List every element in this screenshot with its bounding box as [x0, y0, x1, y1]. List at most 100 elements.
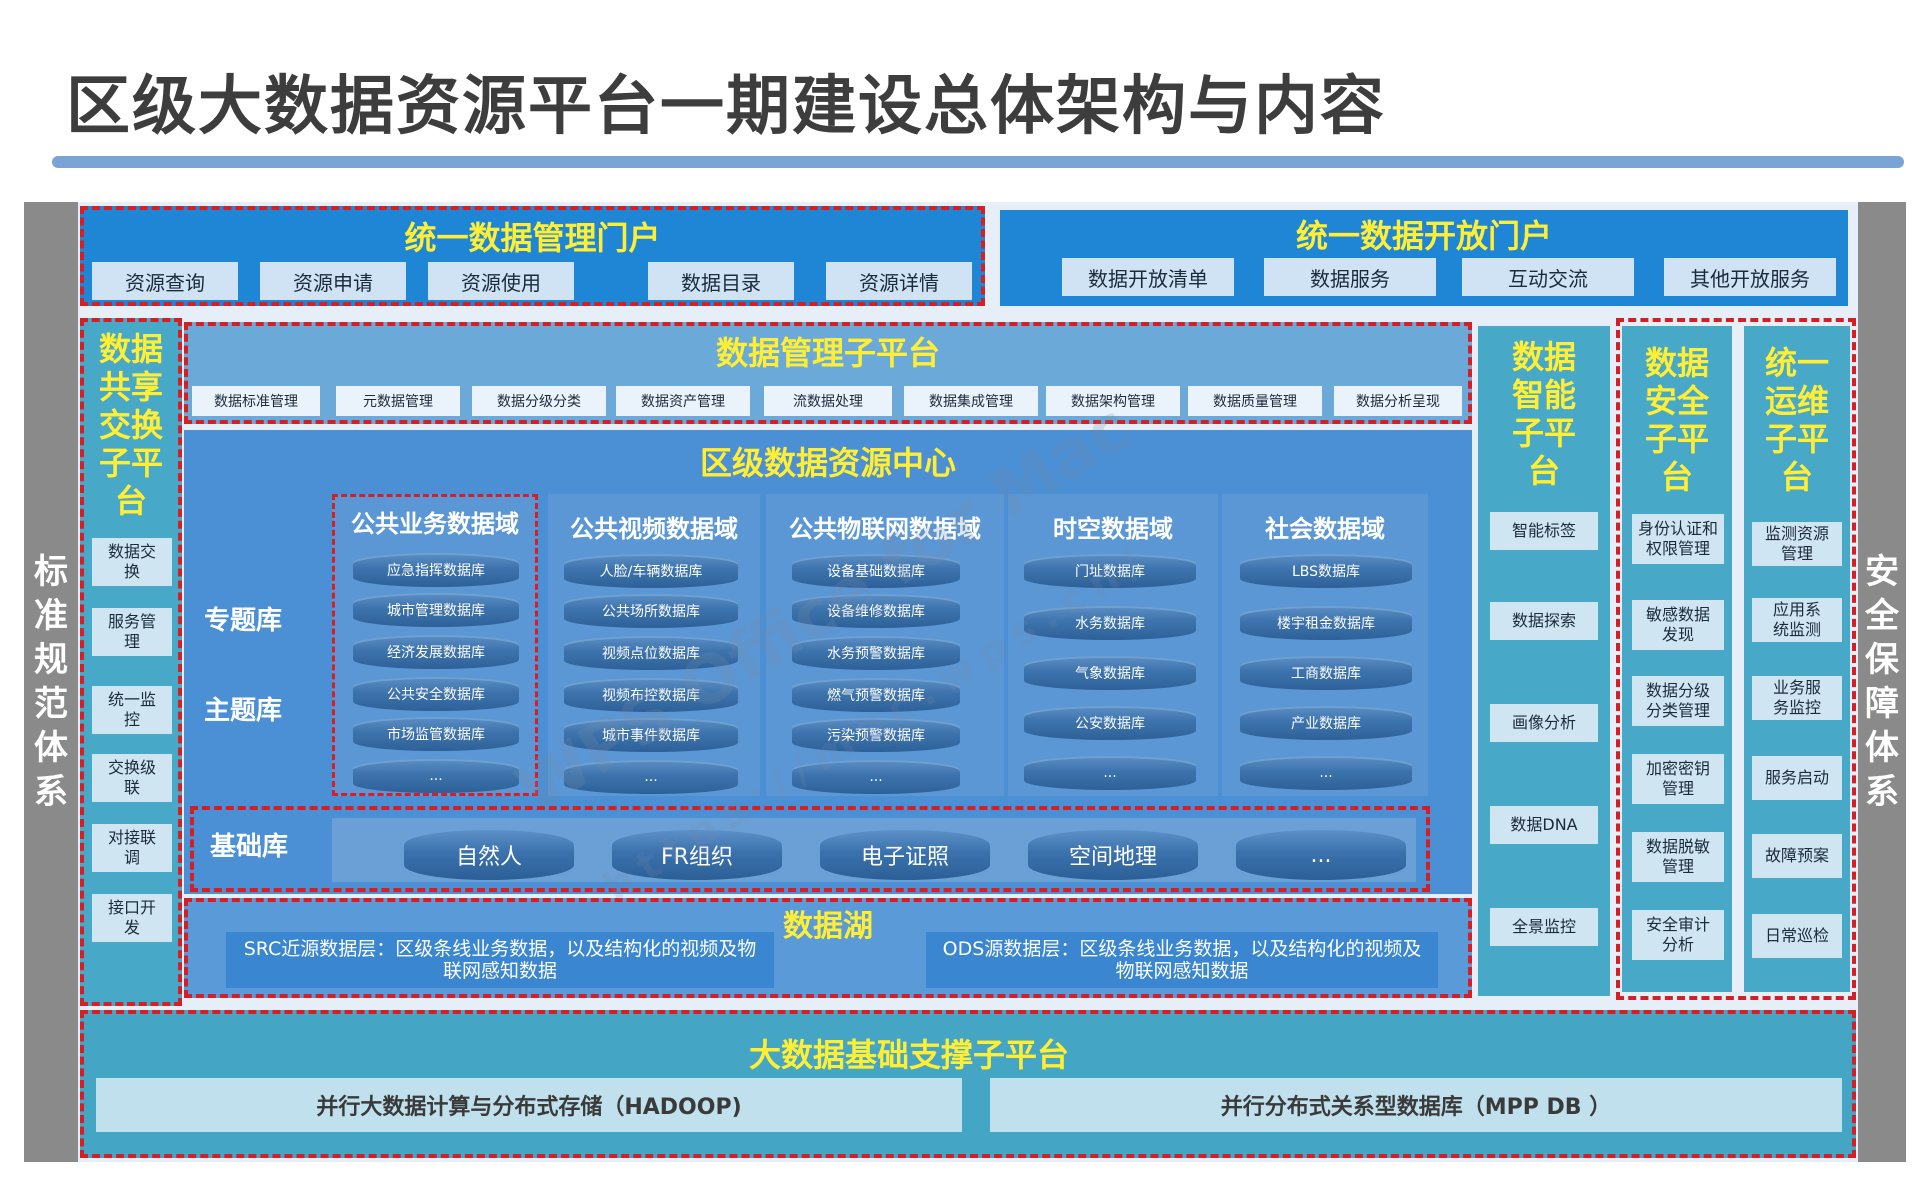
exchange-item-data-exchange[interactable]: 数据交换	[92, 538, 172, 586]
db-more[interactable]: ...	[564, 760, 738, 794]
db-device-basic[interactable]: 设备基础数据库	[792, 554, 960, 588]
mgmt-item-metadata[interactable]: 元数据管理	[336, 386, 460, 416]
sec-item-security-audit[interactable]: 安全审计分析	[1632, 910, 1724, 960]
hadoop-layer[interactable]: 并行大数据计算与分布式存储（HADOOP)	[96, 1078, 962, 1132]
db-city-events[interactable]: 城市事件数据库	[564, 718, 738, 752]
tab-resource-query[interactable]: 资源查询	[92, 262, 238, 300]
tab-interaction[interactable]: 互动交流	[1462, 258, 1634, 296]
db-building-rent[interactable]: 楼宇租金数据库	[1240, 606, 1412, 640]
domain-public-business-title: 公共业务数据域	[351, 509, 519, 538]
exchange-item-unified-monitoring[interactable]: 统一监控	[92, 686, 172, 734]
sec-item-identity-auth[interactable]: 身份认证和权限管理	[1632, 514, 1724, 564]
mgmt-item-data-architecture[interactable]: 数据架构管理	[1046, 386, 1180, 416]
mgmt-item-data-integration[interactable]: 数据集成管理	[904, 386, 1038, 416]
domain-spatiotemporal: 时空数据域 门址数据库 水务数据库 气象数据库 公安数据库 ...	[1008, 494, 1218, 796]
sec-item-sensitive-discovery[interactable]: 敏感数据发现	[1632, 600, 1724, 650]
tab-data-service[interactable]: 数据服务	[1264, 258, 1436, 296]
db-industry[interactable]: 产业数据库	[1240, 706, 1412, 740]
db-fr-organization[interactable]: FR组织	[612, 830, 782, 880]
intel-item-data-dna[interactable]: 数据DNA	[1490, 806, 1598, 844]
ops-platform: 统一运维子平台 监测资源管理 应用系统监测 业务服务监控 服务启动 故障预案 日…	[1744, 326, 1850, 992]
db-meteorology[interactable]: 气象数据库	[1024, 656, 1196, 690]
mgmt-item-data-classification[interactable]: 数据分级分类	[472, 386, 606, 416]
ods-layer[interactable]: ODS源数据层：区级条线业务数据，以及结构化的视频及物联网感知数据	[926, 932, 1438, 988]
sec-item-key-management[interactable]: 加密密钥管理	[1632, 754, 1724, 804]
ops-item-fault-plan[interactable]: 故障预案	[1752, 834, 1842, 878]
data-exchange-platform: 数据共享交换子平台 数据交换 服务管理 统一监控 交换级联 对接联调 接口开发	[80, 318, 182, 1006]
exchange-item-exchange-cascade[interactable]: 交换级联	[92, 754, 172, 802]
ops-item-daily-inspection[interactable]: 日常巡检	[1752, 914, 1842, 958]
sec-item-classification[interactable]: 数据分级分类管理	[1632, 676, 1724, 726]
db-public-places[interactable]: 公共场所数据库	[564, 594, 738, 628]
domain-public-business: 公共业务数据域 应急指挥数据库 城市管理数据库 经济发展数据库 公共安全数据库 …	[332, 494, 538, 796]
db-emergency-command[interactable]: 应急指挥数据库	[353, 553, 519, 587]
tab-resource-use[interactable]: 资源使用	[428, 262, 574, 300]
tab-open-data-list[interactable]: 数据开放清单	[1062, 258, 1234, 296]
data-security-platform-title: 数据安全子平台	[1644, 344, 1709, 496]
big-data-support-platform-title: 大数据基础支撑子平台	[748, 1036, 1069, 1074]
standards-bar-label: 标准规范体系	[34, 552, 68, 812]
db-public-security[interactable]: 公共安全数据库	[353, 677, 519, 711]
mgmt-item-data-analysis[interactable]: 数据分析呈现	[1334, 386, 1462, 416]
tab-resource-detail[interactable]: 资源详情	[826, 262, 972, 300]
mgmt-item-data-assets[interactable]: 数据资产管理	[616, 386, 750, 416]
ops-item-app-monitoring[interactable]: 应用系统监测	[1752, 598, 1842, 642]
exchange-item-api-development[interactable]: 接口开发	[92, 894, 172, 942]
db-public-safety[interactable]: 公安数据库	[1024, 706, 1196, 740]
db-face-vehicle[interactable]: 人脸/车辆数据库	[564, 554, 738, 588]
intel-item-profile-analysis[interactable]: 画像分析	[1490, 704, 1598, 742]
data-security-column: 数据安全子平台 身份认证和权限管理 敏感数据发现 数据分级分类管理 加密密钥管理…	[1622, 326, 1732, 992]
db-more[interactable]: ...	[1240, 756, 1412, 790]
intel-item-smart-tags[interactable]: 智能标签	[1490, 512, 1598, 550]
db-video-surveillance[interactable]: 视频布控数据库	[564, 678, 738, 712]
domain-public-iot-title: 公共物联网数据域	[789, 514, 981, 543]
data-management-platform-title: 数据管理子平台	[715, 334, 940, 372]
data-intelligence-platform: 数据智能子平台 智能标签 数据探索 画像分析 数据DNA 全景监控	[1478, 326, 1610, 996]
db-gas-warning[interactable]: 燃气预警数据库	[792, 678, 960, 712]
ops-item-service-start[interactable]: 服务启动	[1752, 756, 1842, 800]
db-natural-person[interactable]: 自然人	[404, 830, 574, 880]
db-water-affairs[interactable]: 水务数据库	[1024, 606, 1196, 640]
db-pollution-warning[interactable]: 污染预警数据库	[792, 718, 960, 752]
db-spatial-geography[interactable]: 空间地理	[1028, 830, 1198, 880]
ops-item-service-monitoring[interactable]: 业务服务监控	[1752, 676, 1842, 720]
db-lbs[interactable]: LBS数据库	[1240, 554, 1412, 588]
tab-data-catalog[interactable]: 数据目录	[648, 262, 794, 300]
db-address[interactable]: 门址数据库	[1024, 554, 1196, 588]
db-more[interactable]: ...	[1236, 830, 1406, 880]
db-water-warning[interactable]: 水务预警数据库	[792, 636, 960, 670]
data-management-portal-title: 统一数据管理门户	[404, 219, 661, 257]
exchange-item-service-management[interactable]: 服务管理	[92, 608, 172, 656]
mgmt-item-data-quality[interactable]: 数据质量管理	[1188, 386, 1322, 416]
intel-item-data-exploration[interactable]: 数据探索	[1490, 602, 1598, 640]
domain-public-video-title: 公共视频数据域	[570, 514, 738, 543]
mgmt-item-stream-processing[interactable]: 流数据处理	[764, 386, 892, 416]
data-lake: 数据湖 SRC近源数据层：区级条线业务数据，以及结构化的视频及物联网感知数据 O…	[184, 898, 1472, 998]
domain-public-video: 公共视频数据域 人脸/车辆数据库 公共场所数据库 视频点位数据库 视频布控数据库…	[548, 494, 760, 796]
db-device-maintenance[interactable]: 设备维修数据库	[792, 594, 960, 628]
db-economic-development[interactable]: 经济发展数据库	[353, 635, 519, 669]
src-layer[interactable]: SRC近源数据层：区级条线业务数据，以及结构化的视频及物联网感知数据	[226, 932, 774, 988]
sec-item-data-masking[interactable]: 数据脱敏管理	[1632, 832, 1724, 882]
tab-other-open-services[interactable]: 其他开放服务	[1664, 258, 1836, 296]
db-e-certificate[interactable]: 电子证照	[820, 830, 990, 880]
data-exchange-platform-title: 数据共享交换子平台	[98, 330, 163, 520]
exchange-item-integration-debug[interactable]: 对接联调	[92, 824, 172, 872]
thematic-library-label: 专题库	[204, 606, 283, 636]
db-more[interactable]: ...	[792, 760, 960, 794]
intel-item-panoramic-monitoring[interactable]: 全景监控	[1490, 908, 1598, 946]
db-city-management[interactable]: 城市管理数据库	[353, 593, 519, 627]
db-more[interactable]: ...	[1024, 756, 1196, 790]
db-more[interactable]: ...	[353, 759, 519, 793]
db-video-points[interactable]: 视频点位数据库	[564, 636, 738, 670]
db-business-registration[interactable]: 工商数据库	[1240, 656, 1412, 690]
base-library-label: 基础库	[210, 832, 289, 862]
data-management-platform: 数据管理子平台 数据标准管理 元数据管理 数据分级分类 数据资产管理 流数据处理…	[184, 322, 1472, 424]
domain-spatiotemporal-title: 时空数据域	[1053, 514, 1173, 543]
mgmt-item-data-standards[interactable]: 数据标准管理	[192, 386, 320, 416]
ops-item-resource-monitoring[interactable]: 监测资源管理	[1752, 522, 1842, 566]
page-title: 区级大数据资源平台一期建设总体架构与内容	[66, 70, 1386, 144]
tab-resource-apply[interactable]: 资源申请	[260, 262, 406, 300]
mpp-db-layer[interactable]: 并行分布式关系型数据库（MPP DB ）	[990, 1078, 1842, 1132]
db-market-regulation[interactable]: 市场监管数据库	[353, 717, 519, 751]
